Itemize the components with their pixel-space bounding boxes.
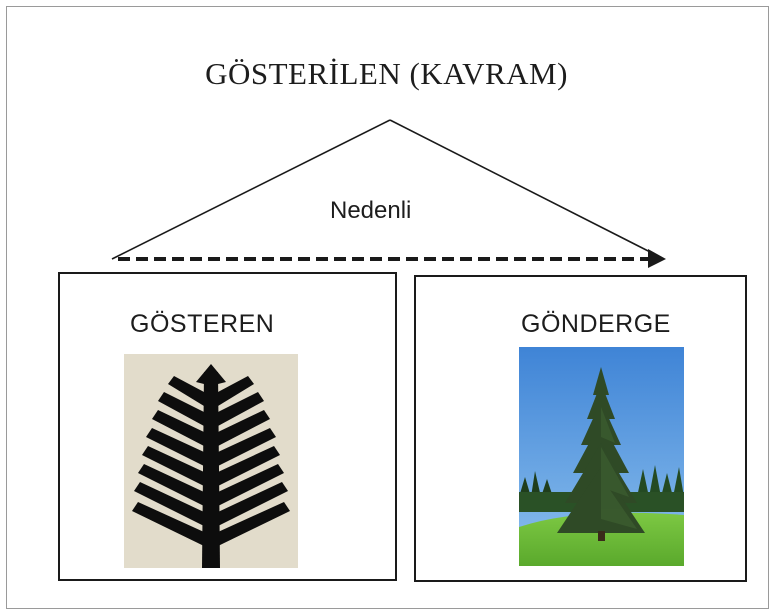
triangle-left-side — [111, 119, 391, 260]
referent-box: GÖNDERGE — [414, 275, 747, 582]
triangle-right-side — [389, 119, 663, 259]
diagram-title: GÖSTERİLEN (KAVRAM) — [205, 56, 568, 91]
arrowhead-icon — [648, 249, 666, 268]
relation-label: Nedenli — [330, 197, 412, 224]
signifier-box: GÖSTEREN — [58, 272, 397, 581]
referent-label: GÖNDERGE — [521, 310, 671, 338]
signifier-label: GÖSTEREN — [130, 310, 275, 338]
fir-tree-photo — [519, 347, 684, 566]
fir-tree-pictogram-icon — [124, 354, 298, 568]
